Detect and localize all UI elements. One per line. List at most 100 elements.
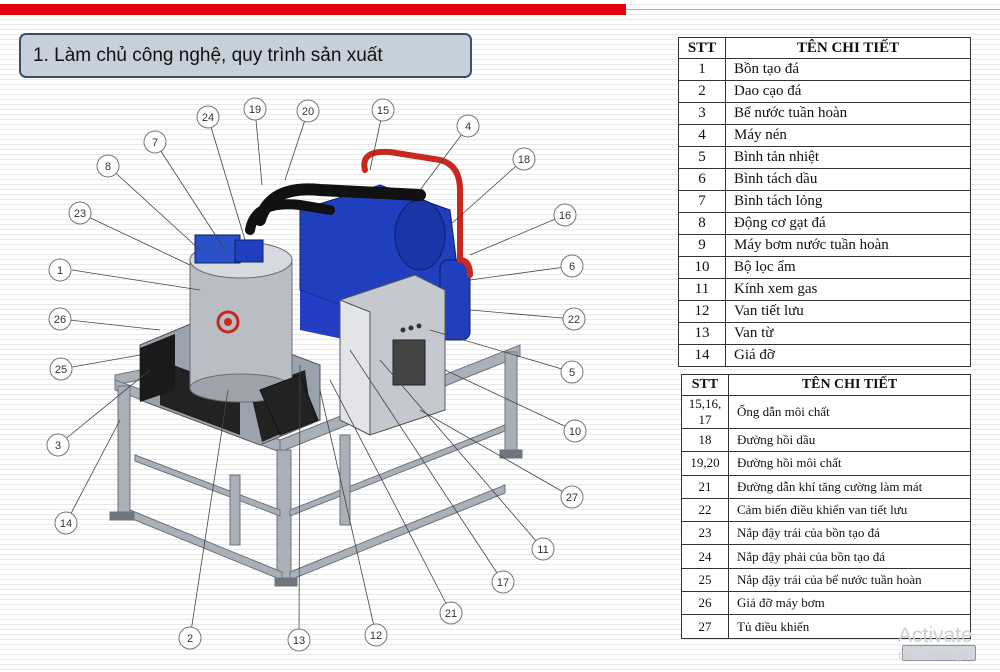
column-header-name: TÊN CHI TIẾT: [728, 374, 971, 396]
row-stt: 14: [678, 344, 726, 367]
row-name: Bình tản nhiệt: [725, 146, 971, 169]
svg-text:7: 7: [152, 137, 158, 149]
callout-13: 13: [287, 628, 311, 652]
row-name: Bồn tạo đá: [725, 58, 971, 81]
leader-lines: [57, 108, 576, 641]
row-stt: 25: [681, 567, 729, 593]
row-name: Bộ lọc ẩm: [725, 256, 971, 279]
row-stt: 15,16, 17: [681, 395, 729, 429]
row-name: Nắp đậy trái của bể nước tuần hoàn: [728, 567, 971, 593]
row-stt: 26: [681, 591, 729, 616]
row-name: Nắp đậy phải của bồn tạo đá: [728, 544, 971, 569]
callout-11: 11: [531, 537, 555, 561]
callout-5: 5: [560, 360, 584, 384]
table-header-row: STT TÊN CHI TIẾT: [678, 37, 971, 59]
row-stt: 21: [681, 474, 729, 499]
row-name: Bể nước tuần hoàn: [725, 102, 971, 125]
row-stt: 1: [678, 58, 726, 81]
svg-text:8: 8: [105, 161, 111, 173]
activate-watermark-sub: Go to Settings: [898, 650, 968, 662]
svg-text:20: 20: [302, 106, 314, 118]
svg-text:18: 18: [518, 154, 530, 166]
machine-diagram: 1 2 3 4 5 6 7 8 10 11 12 13 14 15 16 17 …: [46, 97, 587, 652]
callout-25: 25: [49, 357, 73, 381]
pump-box: [259, 374, 319, 436]
svg-text:3: 3: [55, 440, 61, 452]
row-stt: 10: [678, 256, 726, 279]
row-stt: 4: [678, 124, 726, 147]
svg-text:14: 14: [60, 518, 72, 530]
table-header-row: STT TÊN CHI TIẾT: [681, 374, 971, 396]
row-name: Giá đỡ: [725, 344, 971, 367]
svg-text:26: 26: [54, 314, 66, 326]
column-header-stt: STT: [678, 37, 726, 59]
callout-18: 18: [512, 147, 536, 171]
row-stt: 22: [681, 497, 729, 523]
row-name: Van tiết lưu: [725, 300, 971, 323]
row-stt: 27: [681, 614, 729, 639]
activate-watermark: Activate: [898, 624, 973, 647]
row-stt: 18: [681, 427, 729, 453]
row-stt: 11: [678, 278, 726, 301]
top-red-bar: [0, 4, 626, 15]
row-name: Dao cạo đá: [725, 80, 971, 103]
svg-text:4: 4: [465, 121, 471, 133]
row-name: Đường hồi dầu: [728, 427, 971, 453]
row-name: Van từ: [725, 322, 971, 345]
callout-20: 20: [296, 99, 320, 123]
row-stt: 19,20: [681, 451, 729, 476]
callout-19: 19: [243, 97, 267, 121]
row-stt: 2: [678, 80, 726, 103]
row-stt: 6: [678, 168, 726, 191]
next-slide-arrow-button[interactable]: [902, 645, 976, 661]
svg-text:27: 27: [566, 492, 578, 504]
callout-12: 12: [364, 623, 388, 647]
row-name: Nắp đậy trái của bồn tạo đá: [728, 521, 971, 546]
callout-16: 16: [553, 203, 577, 227]
support-frame: [109, 344, 523, 587]
row-name: Kính xem gas: [725, 278, 971, 301]
callout-8: 8: [96, 154, 120, 178]
row-name: Máy nén: [725, 124, 971, 147]
callout-2: 2: [178, 626, 202, 650]
callout-24: 24: [196, 105, 220, 129]
svg-text:17: 17: [497, 577, 509, 589]
callout-23: 23: [68, 201, 92, 225]
row-name: Tủ điều khiển: [728, 614, 971, 639]
callout-17: 17: [491, 570, 515, 594]
row-stt: 3: [678, 102, 726, 125]
row-name: Máy bơm nước tuần hoàn: [725, 234, 971, 257]
callout-15: 15: [371, 98, 395, 122]
callout-22: 22: [562, 307, 586, 331]
svg-text:6: 6: [569, 261, 575, 273]
callout-7: 7: [143, 130, 167, 154]
callout-21: 21: [439, 601, 463, 625]
column-header-stt: STT: [681, 374, 729, 396]
svg-text:1: 1: [57, 265, 63, 277]
svg-text:13: 13: [293, 635, 305, 647]
svg-text:15: 15: [377, 105, 389, 117]
callout-6: 6: [560, 254, 584, 278]
svg-text:2: 2: [187, 633, 193, 645]
row-stt: 9: [678, 234, 726, 257]
callout-26: 26: [48, 307, 72, 331]
slide-title: 1. Làm chủ công nghệ, quy trình sản xuất: [19, 33, 472, 78]
svg-text:22: 22: [568, 314, 580, 326]
top-divider-line: [626, 9, 1000, 10]
svg-text:11: 11: [537, 544, 548, 556]
